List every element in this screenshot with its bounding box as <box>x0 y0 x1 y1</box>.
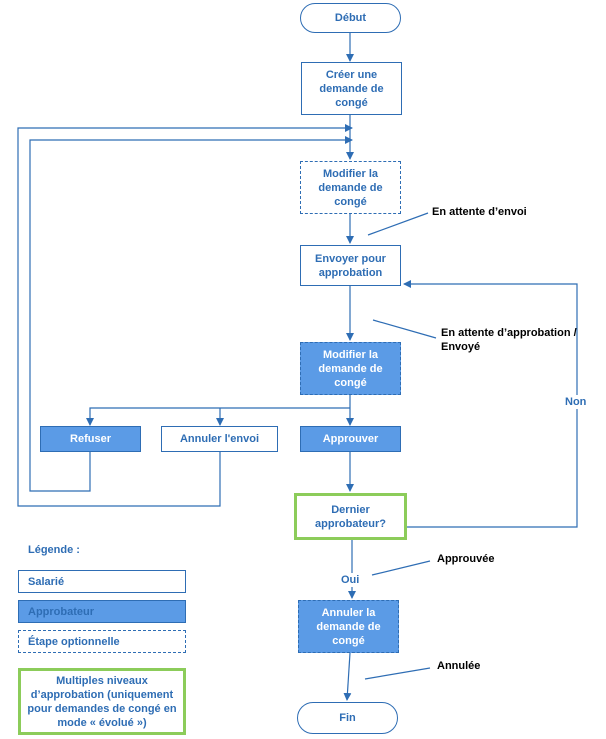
node-annuler-demande: Annuler la demande de congé <box>298 600 399 653</box>
callout-annulee <box>364 667 431 680</box>
edge-refuser-loop <box>29 136 353 492</box>
node-approuver: Approuver <box>300 426 401 452</box>
label-attente-approbation: En attente d’approbation / Envoyé <box>441 327 577 353</box>
label-attente-envoi: En attente d’envoi <box>432 206 527 218</box>
node-modifier-demande: Modifier la demande de congé <box>300 161 401 214</box>
label-annulee: Annulée <box>437 660 481 672</box>
legend-multiples-niveaux: Multiples niveaux d’approbation (uniquem… <box>18 668 186 735</box>
node-fin: Fin <box>297 702 398 734</box>
legend-salarie: Salarié <box>18 570 186 593</box>
label-oui: Oui <box>339 573 362 587</box>
label-non: Non <box>563 395 589 409</box>
callout-attente-envoi <box>367 212 429 236</box>
node-annuler-envoi: Annuler l'envoi <box>161 426 278 452</box>
node-modifier-demande-approbateur: Modifier la demande de congé <box>300 342 401 395</box>
node-refuser: Refuser <box>40 426 141 452</box>
edge-branch-refuser <box>86 407 350 426</box>
node-creer-demande: Créer une demande de congé <box>301 62 402 115</box>
edge-annuler-fin <box>343 652 352 701</box>
legend-approbateur: Approbateur <box>18 600 186 623</box>
edge-non-loop <box>386 280 578 528</box>
callout-attente-approbation <box>372 319 437 339</box>
edge-annuler-loop <box>17 124 353 507</box>
node-dernier-approbateur: Dernier approbateur? <box>294 493 407 540</box>
node-debut: Début <box>300 3 401 33</box>
node-envoyer-approbation: Envoyer pour approbation <box>300 245 401 286</box>
legend-etape-optionnelle: Étape optionnelle <box>18 630 186 653</box>
callout-approuvee <box>371 560 431 576</box>
legend-title: Légende : <box>28 544 80 556</box>
label-approuvee: Approuvée <box>437 553 495 565</box>
